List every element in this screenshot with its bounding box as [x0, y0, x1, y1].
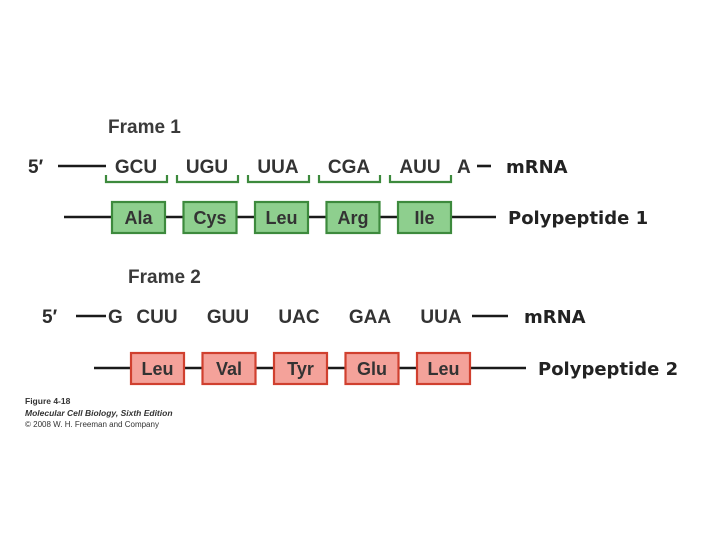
frame2-codon: CUU [136, 307, 177, 328]
frame1-codons: GCU UGU UUA CGA AUU [115, 157, 441, 178]
frame2-five-prime: 5′ [42, 307, 58, 328]
frame1-label: Frame 1 [108, 117, 181, 138]
figure-caption-number: Figure 4-18 [25, 396, 71, 406]
frame1-codon: CGA [328, 157, 371, 178]
frame1-amino-acid-label: Leu [265, 208, 297, 228]
frame1-amino-acid-label: Cys [193, 208, 226, 228]
frame2-codon: GAA [349, 307, 392, 328]
figure-caption-book: Molecular Cell Biology, Sixth Edition [25, 408, 173, 418]
codon-bracket [104, 175, 169, 184]
frame1-amino-acid-box [110, 200, 167, 235]
frame1-codon-brackets [104, 175, 453, 184]
codon-bracket [317, 175, 382, 184]
frame1-codon: GCU [115, 157, 157, 178]
frame1-amino-acid-box [396, 200, 453, 235]
codon-bracket [388, 175, 453, 184]
figure-caption-copyright: © 2008 W. H. Freeman and Company [25, 420, 159, 429]
frame1-codon: UUA [257, 157, 298, 178]
frame2-codon: UUA [420, 307, 461, 328]
frame1-amino-acid-label: Ala [124, 208, 153, 228]
frame2-codons: CUU GUU UAC GAA UUA [136, 307, 461, 328]
frame2-mrna-label: mRNA [524, 307, 586, 328]
polypeptide1-label: Polypeptide 1 [508, 208, 648, 229]
frame1-amino-acid-box [253, 200, 310, 235]
frame2-amino-acid-label: Glu [357, 359, 387, 379]
frame2-amino-acid-box [201, 351, 257, 386]
frame2-amino-acid-label: Leu [141, 359, 173, 379]
frame1-amino-acid-label: Arg [338, 208, 369, 228]
codon-bracket [246, 175, 311, 184]
frame2-amino-acid-box [344, 351, 400, 386]
codon-bracket [175, 175, 240, 184]
frame2-codon: UAC [278, 307, 319, 328]
frame1-trailing-base: A [457, 157, 471, 178]
polypeptide2-label: Polypeptide 2 [538, 359, 678, 380]
frame2-amino-acid-label: Leu [427, 359, 459, 379]
frame1-amino-acid-box [182, 200, 238, 235]
frame1-amino-acids: Ala Cys Leu Arg Ile [110, 200, 453, 235]
frame2-amino-acid-box [272, 351, 329, 386]
frame1-codon: UGU [186, 157, 228, 178]
frame2-amino-acid-label: Val [216, 359, 242, 379]
frame2-leading-base: G [108, 307, 123, 328]
frame1-mrna-label: mRNA [506, 157, 568, 178]
frame2-label: Frame 2 [128, 267, 201, 288]
frame1-five-prime: 5′ [28, 157, 44, 178]
frame2-amino-acid-box [415, 351, 472, 386]
frame1-amino-acid-box [325, 200, 381, 235]
frame1-amino-acid-label: Ile [414, 208, 434, 228]
frame2-amino-acids: Leu Val Tyr Glu Leu [129, 351, 472, 386]
frame2-codon: GUU [207, 307, 249, 328]
frame1-codon: AUU [399, 157, 440, 178]
frame2-amino-acid-label: Tyr [287, 359, 314, 379]
frame2-amino-acid-box [129, 351, 186, 386]
